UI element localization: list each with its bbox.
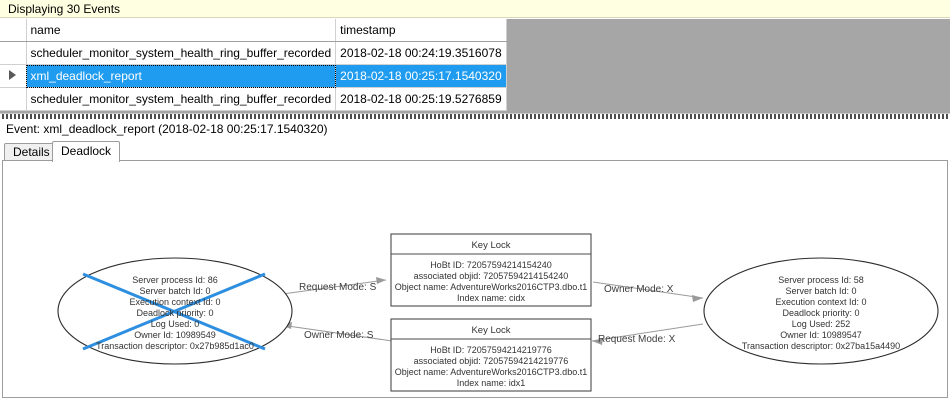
process-right-line-1: Server batch Id: 0 <box>785 286 856 296</box>
panel-splitter[interactable] <box>0 113 950 119</box>
process-right-line-2: Execution context Id: 0 <box>775 297 866 307</box>
resource-top-line-1: associated objid: 72057594214154240 <box>414 271 569 281</box>
events-count-label: Displaying 30 Events <box>8 2 121 16</box>
resource-bottom-line-0: HoBt ID: 72057594214219776 <box>430 345 552 355</box>
event-header-label: Event: xml_deadlock_report (2018-02-18 0… <box>6 122 328 136</box>
events-grid[interactable]: name timestamp scheduler_monitor_system_… <box>0 19 507 111</box>
process-node-right[interactable]: Server process Id: 58 Server batch Id: 0… <box>703 257 939 365</box>
resource-bottom-line-2: Object name: AdventureWorks2016CTP3.dbo.… <box>395 367 587 377</box>
edge-right-request-bottom <box>591 323 704 345</box>
table-row[interactable]: xml_deadlock_report 2018-02-18 00:25:17.… <box>0 64 507 88</box>
column-header-name[interactable]: name <box>26 19 337 42</box>
deadlock-graph-canvas[interactable]: Request Mode: S Owner Mode: X Owner Mode… <box>2 160 948 398</box>
row-selector-cell[interactable] <box>0 64 27 88</box>
process-left-line-5: Owner Id: 10989549 <box>134 330 216 340</box>
tabstrip: Details Deadlock <box>0 141 950 162</box>
resource-top-title: Key Lock <box>471 240 510 251</box>
edge-label-left-request-top: Request Mode: S <box>299 282 377 293</box>
events-count-banner: Displaying 30 Events <box>0 0 950 18</box>
process-left-line-4: Log Used: 0 <box>151 319 200 329</box>
resource-node-bottom[interactable]: Key Lock HoBt ID: 72057594214219776 asso… <box>390 318 592 392</box>
table-row[interactable]: scheduler_monitor_system_health_ring_buf… <box>0 41 507 65</box>
process-right-line-4: Log Used: 252 <box>792 319 851 329</box>
edge-top-owner-right <box>592 281 704 302</box>
cell-timestamp[interactable]: 2018-02-18 00:25:19.5276859 <box>335 87 507 111</box>
row-selector-cell[interactable] <box>0 87 27 111</box>
events-grid-header-row: name timestamp <box>0 19 507 42</box>
row-selector-cell[interactable] <box>0 41 27 65</box>
edge-label-bottom-owner-left: Owner Mode: S <box>304 330 374 341</box>
process-right-line-0: Server process Id: 58 <box>778 275 864 285</box>
process-left-line-1: Server batch Id: 0 <box>139 286 210 296</box>
resource-node-top[interactable]: Key Lock HoBt ID: 72057594214154240 asso… <box>390 233 592 307</box>
cell-timestamp[interactable]: 2018-02-18 00:25:17.1540320 <box>335 64 507 88</box>
column-header-timestamp[interactable]: timestamp <box>335 19 507 42</box>
row-selector-triangle-icon <box>9 70 17 80</box>
cell-timestamp[interactable]: 2018-02-18 00:24:19.3516078 <box>335 41 507 65</box>
tab-details[interactable]: Details <box>4 143 59 161</box>
resource-bottom-line-3: Index name: idx1 <box>457 378 526 388</box>
resource-top-line-3: Index name: cidx <box>457 293 526 303</box>
process-right-line-3: Deadlock priority: 0 <box>782 308 859 318</box>
edge-label-right-request-bottom: Request Mode: X <box>598 334 676 345</box>
cell-name[interactable]: scheduler_monitor_system_health_ring_buf… <box>26 87 337 111</box>
resource-bottom-title: Key Lock <box>471 325 510 336</box>
process-left-line-3: Deadlock priority: 0 <box>136 308 213 318</box>
event-header: Event: xml_deadlock_report (2018-02-18 0… <box>0 120 950 140</box>
column-header-selector[interactable] <box>0 19 27 42</box>
deadlock-graph-svg: Request Mode: S Owner Mode: X Owner Mode… <box>57 233 939 392</box>
process-left-line-0: Server process Id: 86 <box>132 275 218 285</box>
resource-top-line-2: Object name: AdventureWorks2016CTP3.dbo.… <box>395 282 587 292</box>
tab-deadlock[interactable]: Deadlock <box>52 141 121 162</box>
edge-label-top-owner-right: Owner Mode: X <box>604 284 674 295</box>
cell-name[interactable]: xml_deadlock_report <box>26 64 337 88</box>
process-right-line-6: Transaction descriptor: 0x27ba15a4490 <box>742 341 900 351</box>
process-left-line-2: Execution context Id: 0 <box>129 297 220 307</box>
events-grid-container[interactable]: name timestamp scheduler_monitor_system_… <box>0 19 950 113</box>
process-right-line-5: Owner Id: 10989547 <box>780 330 862 340</box>
cell-name[interactable]: scheduler_monitor_system_health_ring_buf… <box>26 41 337 65</box>
resource-top-line-0: HoBt ID: 72057594214154240 <box>430 260 552 270</box>
resource-bottom-line-1: associated objid: 72057594214219776 <box>414 356 569 366</box>
table-row[interactable]: scheduler_monitor_system_health_ring_buf… <box>0 87 507 111</box>
process-node-left[interactable]: Server process Id: 86 Server batch Id: 0… <box>57 257 293 365</box>
edge-left-request-top <box>274 277 387 296</box>
process-left-line-6: Transaction descriptor: 0x27b985d1ac0 <box>96 341 254 351</box>
